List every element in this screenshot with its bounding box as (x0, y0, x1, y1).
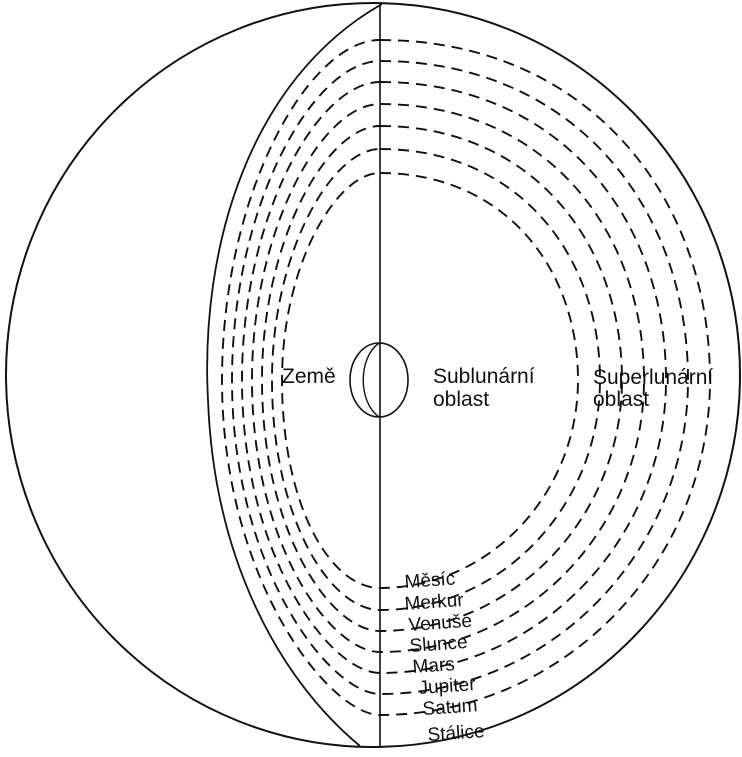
earth-globe (350, 343, 408, 417)
superlunar-label-line1: Superlunární (593, 366, 713, 389)
fixed-stars-label: Stálice (427, 721, 485, 746)
earth-circle (350, 343, 408, 417)
sphere-label-moon: Měsíc (404, 569, 456, 593)
sphere-label-mars: Mars (412, 654, 456, 678)
sphere-label-saturn: Satum (422, 695, 478, 720)
sublunar-label-line2: oblast (433, 388, 489, 411)
earth-crescent-line (363, 343, 379, 417)
sphere-label-sun: Slunce (409, 632, 468, 657)
superlunar-label-line2: oblast (593, 388, 649, 411)
earth-label: Země (282, 365, 336, 388)
sublunar-label-line1: Sublunární (433, 365, 535, 388)
